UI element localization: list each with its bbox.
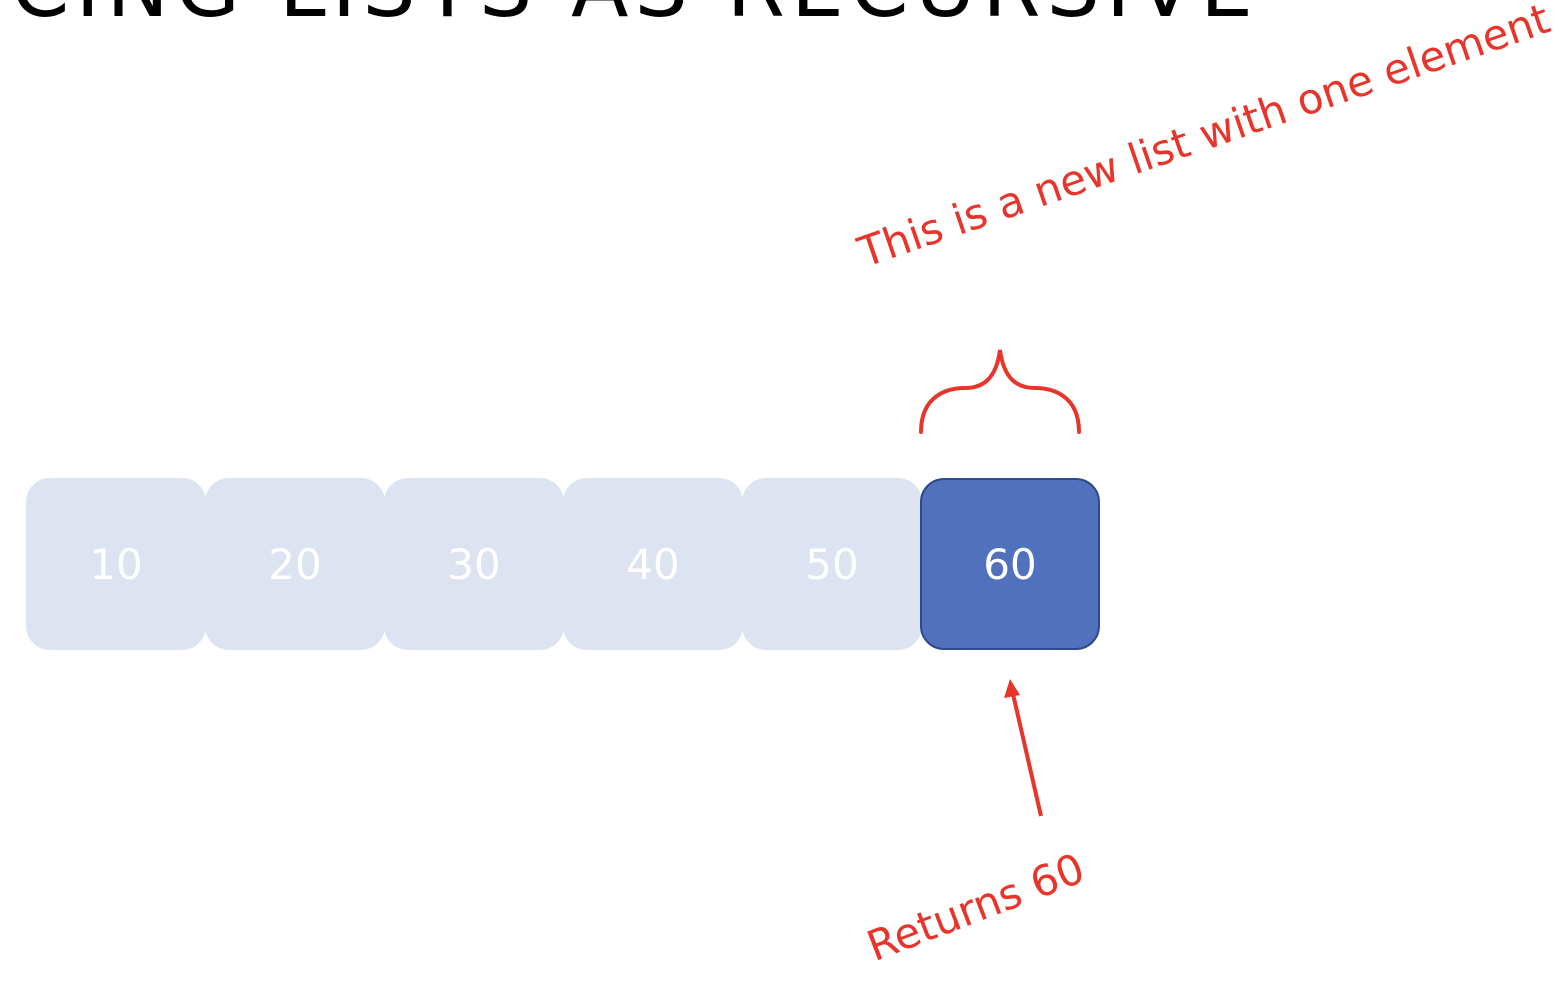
slide-title: ICING LISTS AS RECURSIVE: [0, 0, 1568, 32]
arrow-head-icon: [1004, 679, 1020, 698]
list-cell-4: 40: [563, 478, 743, 650]
list-cell-highlighted: 60: [920, 478, 1100, 650]
list-cell-3: 30: [384, 478, 564, 650]
list-cell-2: 20: [205, 478, 385, 650]
curly-brace-icon: [919, 349, 1081, 434]
list-cell-1: 10: [26, 478, 206, 650]
arrow-shaft: [1011, 693, 1043, 817]
top-annotation: This is a new list with one element: [852, 0, 1556, 278]
list-cell-5: 50: [742, 478, 922, 650]
bottom-annotation: Returns 60: [860, 843, 1091, 971]
